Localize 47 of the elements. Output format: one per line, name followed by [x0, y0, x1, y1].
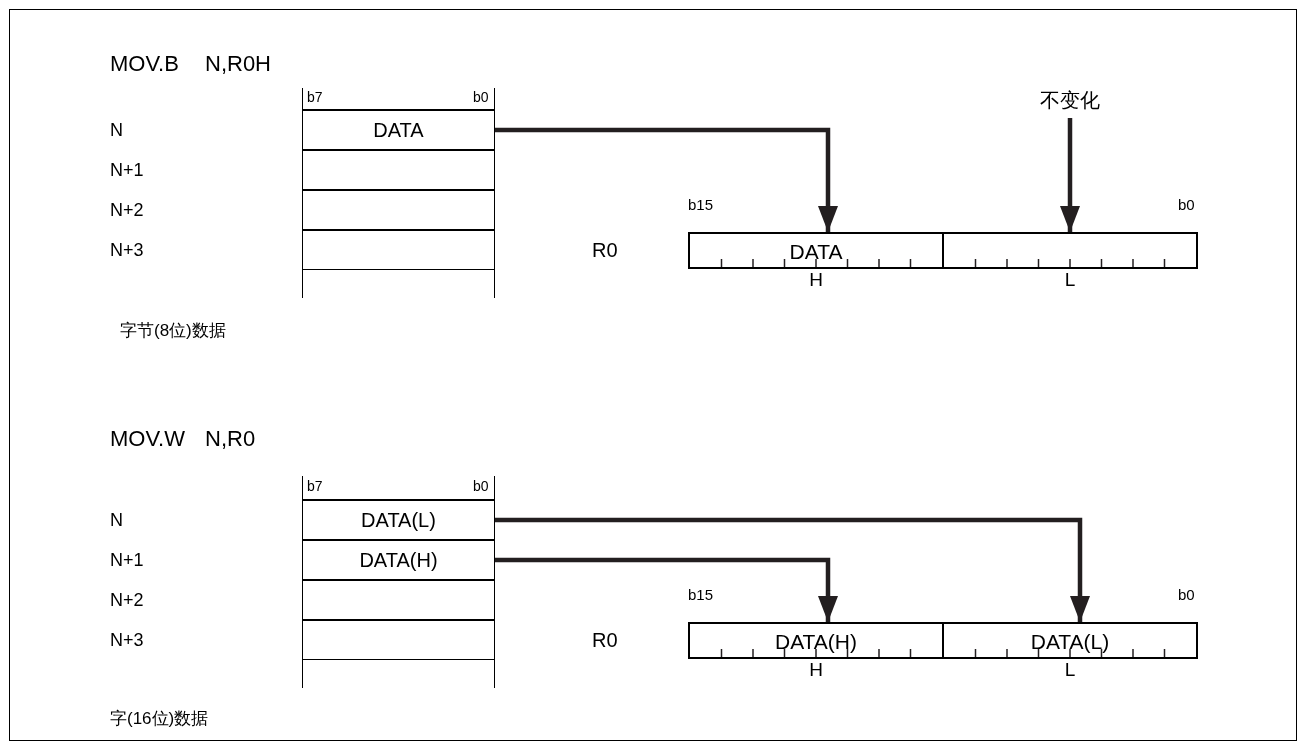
bit-label: b0	[473, 478, 489, 496]
arrow	[495, 557, 838, 622]
cell-text: 不变化	[1040, 90, 1100, 110]
instruction-operands: N,R0H	[205, 50, 271, 78]
instruction-operands: N,R0	[205, 425, 256, 453]
address-label: N+1	[110, 159, 144, 182]
data-size-note: 字(16位)数据	[110, 708, 209, 730]
arrow	[495, 517, 1090, 622]
memory-cell	[302, 190, 495, 230]
memory-cell	[302, 150, 495, 190]
cell-text: DATA	[789, 241, 843, 262]
half-label: L	[1063, 660, 1077, 679]
memory-cell	[302, 540, 495, 580]
bit-label: b7	[307, 89, 323, 107]
cell-text: DATA(H)	[359, 550, 438, 570]
bit-label: b15	[688, 196, 714, 215]
half-label: L	[1063, 270, 1077, 289]
bit-label: b7	[307, 478, 323, 496]
cell-text: DATA(L)	[361, 510, 436, 530]
memory-cell	[302, 620, 495, 660]
register-name: R0	[592, 238, 618, 263]
memory-cell	[302, 110, 495, 150]
arrow	[495, 127, 838, 232]
half-label: H	[808, 270, 824, 289]
instruction-mnemonic: MOV.W	[110, 425, 185, 453]
cell-text: DATA(H)	[774, 631, 857, 652]
address-label: N+3	[110, 629, 144, 652]
memory-cell	[302, 230, 495, 270]
half-label: H	[808, 660, 824, 679]
data-size-note: 字节(8位)数据	[120, 320, 226, 342]
bit-label: b0	[1178, 586, 1195, 605]
address-label: N	[110, 119, 123, 142]
address-label: N	[110, 509, 123, 532]
arrow	[1060, 118, 1080, 232]
memory-cell	[302, 580, 495, 620]
instruction-mnemonic: MOV.B	[110, 50, 179, 78]
address-label: N+1	[110, 549, 144, 572]
address-label: N+2	[110, 589, 144, 612]
register-name: R0	[592, 628, 618, 653]
bit-label: b0	[473, 89, 489, 107]
memory-cell	[302, 500, 495, 540]
cell-text: DATA(L)	[1030, 631, 1110, 652]
bit-label: b0	[1178, 196, 1195, 215]
bit-label: b15	[688, 586, 714, 605]
address-label: N+2	[110, 199, 144, 222]
cell-text: DATA	[373, 120, 424, 140]
address-label: N+3	[110, 239, 144, 262]
